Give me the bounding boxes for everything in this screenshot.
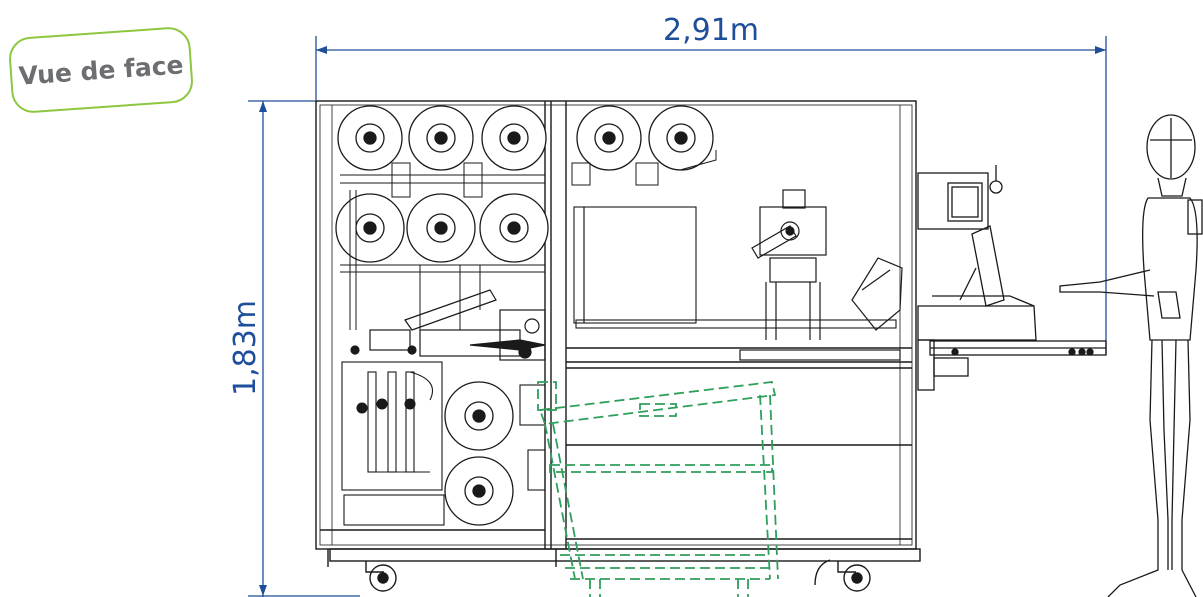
- sealing-unit: [739, 189, 903, 361]
- casters: [327, 549, 871, 592]
- machine-frame: [315, 100, 921, 562]
- height-dimension: [248, 100, 360, 597]
- control-panel: [917, 165, 1037, 341]
- sealing-mechanism: [350, 289, 546, 361]
- center-panel: [573, 206, 897, 329]
- roll-supports: [340, 150, 717, 330]
- open-door-outline: [537, 381, 779, 597]
- width-dimension: [315, 36, 1107, 355]
- outfeed-conveyor: [917, 339, 1107, 391]
- human-figure: [1059, 114, 1203, 597]
- width-dimension-label: 2,91m: [663, 13, 759, 48]
- lower-left-assembly: [341, 361, 546, 526]
- height-dimension-label: 1,83m: [228, 300, 263, 396]
- film-rolls: [335, 105, 714, 526]
